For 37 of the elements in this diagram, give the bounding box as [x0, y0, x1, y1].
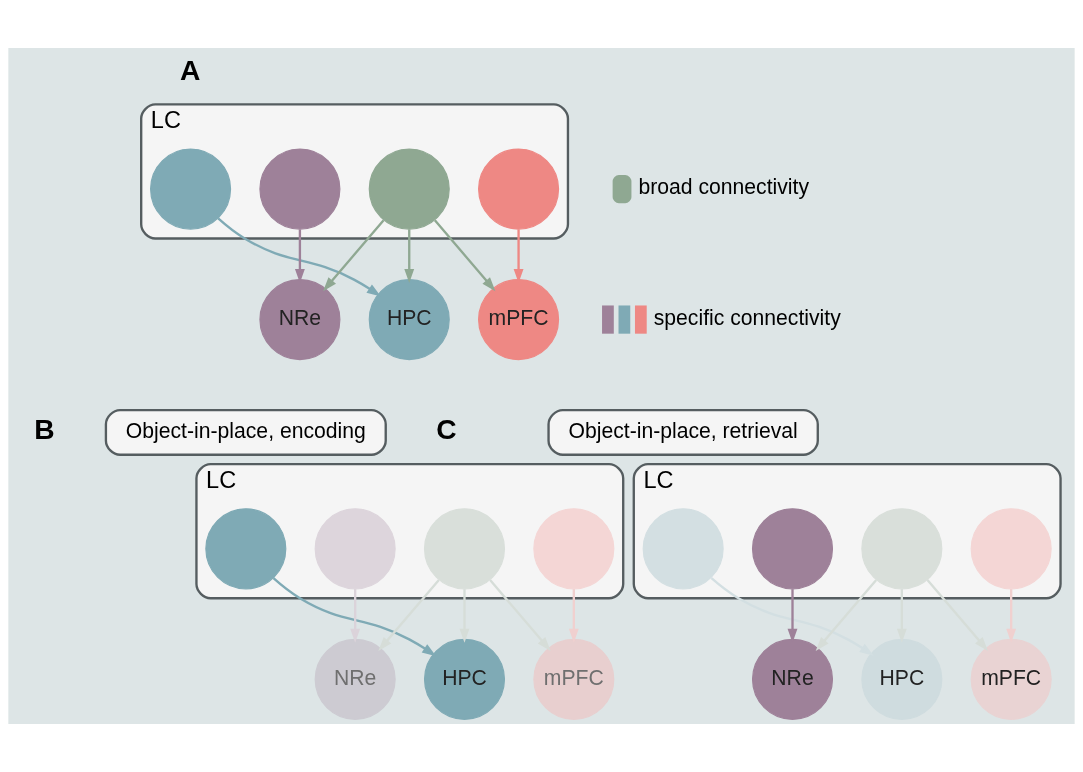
node-circle	[205, 508, 287, 590]
node-circle	[150, 148, 232, 230]
arrow	[896, 589, 907, 643]
arrow	[433, 219, 496, 292]
arrow	[1006, 589, 1017, 643]
arrow	[459, 589, 470, 643]
label: A	[179, 53, 201, 86]
node-circle	[751, 508, 834, 590]
arrow	[568, 589, 579, 643]
cluster: LC	[140, 103, 570, 240]
arrow	[272, 577, 437, 657]
node-circle	[368, 148, 450, 230]
node-box: Object-in-place, retrieval	[547, 408, 819, 456]
arrow	[378, 579, 440, 651]
node-circle	[642, 508, 724, 590]
node-circle	[259, 148, 341, 230]
arrow	[710, 577, 874, 656]
legend-label: broad connectivity	[638, 175, 810, 199]
node-circle	[861, 508, 943, 590]
arrow	[323, 219, 385, 292]
label: C	[436, 412, 457, 445]
cluster: LC	[195, 463, 625, 600]
node-circle	[533, 508, 615, 590]
arrow	[489, 579, 551, 651]
node-circle	[314, 508, 396, 590]
arrow	[815, 579, 878, 651]
arrow	[217, 217, 381, 297]
node-circle	[423, 508, 506, 590]
node-circle	[478, 148, 560, 230]
arrow	[926, 579, 988, 651]
node-box: Object-in-place, encoding	[104, 408, 387, 456]
label: B	[34, 412, 55, 445]
legend-label: specific connectivity	[653, 305, 841, 329]
cluster: LC	[632, 463, 1062, 600]
arrow	[404, 229, 415, 284]
node-circle	[970, 508, 1052, 590]
arrow	[350, 589, 361, 643]
